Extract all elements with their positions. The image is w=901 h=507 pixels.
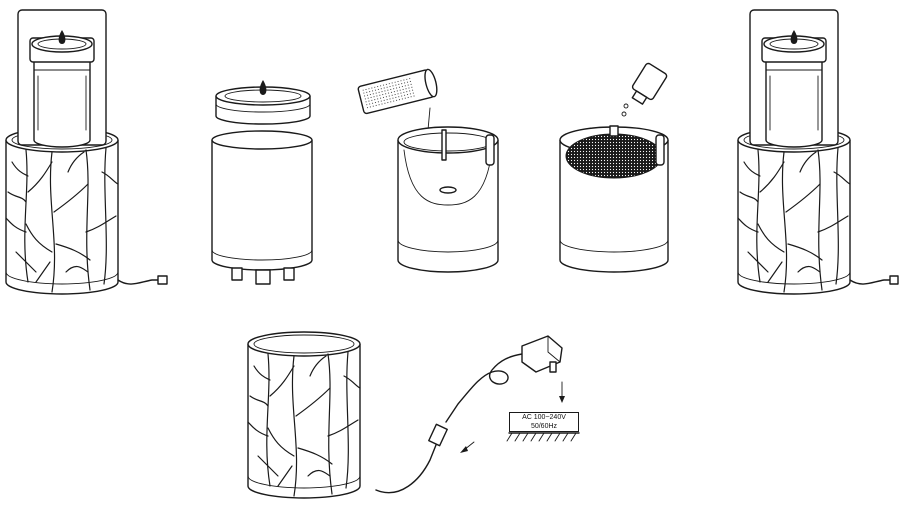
step-5-reassembled-lamp <box>738 10 898 294</box>
power-spec-plate: AC 100~240V 50/60Hz <box>509 412 579 432</box>
power-cord <box>118 280 158 284</box>
cord-connector <box>429 424 447 445</box>
step-1-assembled-lamp <box>6 10 167 294</box>
step-3-pour-water <box>358 68 498 272</box>
oil-drop <box>624 104 628 108</box>
cord-plug <box>158 276 167 284</box>
step-2-diffuser-exploded <box>212 80 312 284</box>
water-surface <box>566 134 662 178</box>
voltage-label: AC 100~240V <box>510 413 578 422</box>
frequency-label: 50/60Hz <box>510 422 578 431</box>
power-cord <box>376 440 438 493</box>
adapter-prongs <box>550 362 556 372</box>
decorative-base <box>248 332 360 498</box>
water-stream <box>428 108 430 130</box>
cord-plug <box>890 276 898 284</box>
step-4-add-oil <box>560 62 668 272</box>
power-cord <box>850 280 890 284</box>
